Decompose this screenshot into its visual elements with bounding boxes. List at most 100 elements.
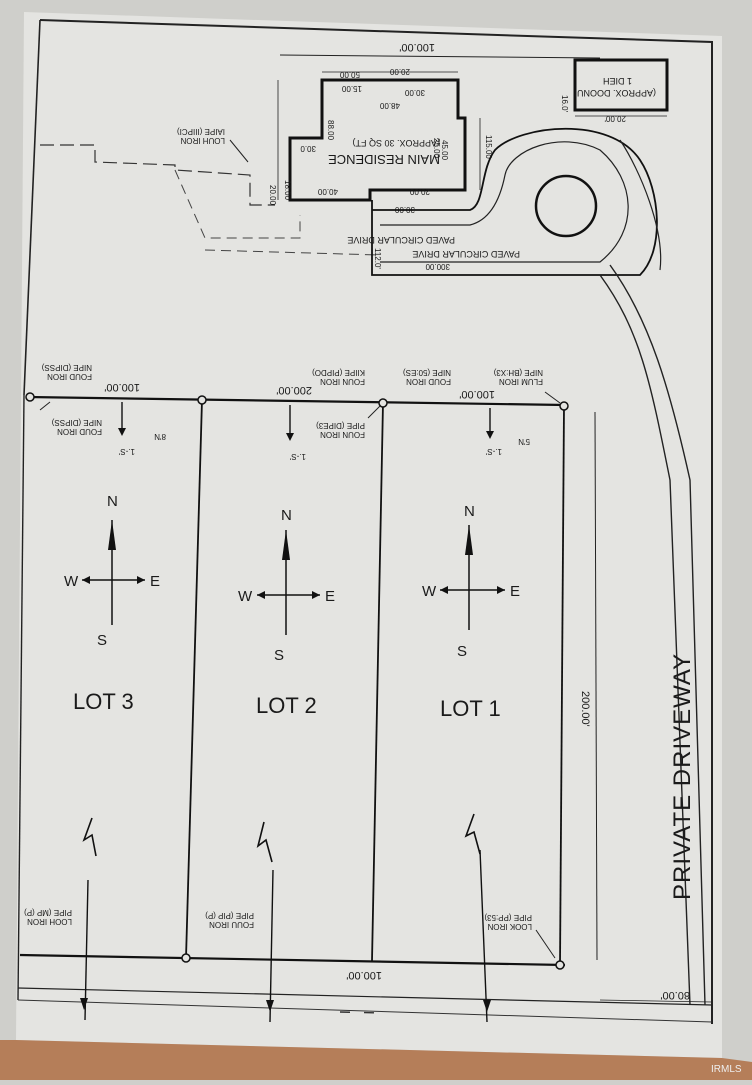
drive-label-2: PAVED CIRCULAR DRIVE [412,249,520,259]
pin-bot-r-2: PIPE (PP:53) [484,913,532,922]
res-dim-1: 20.00 [389,67,410,76]
res-dim-11: 45.00 [440,140,449,161]
compass-w: W [422,583,437,600]
pin-bot-l-2: PIPE (MP (P) [24,908,72,917]
drive-island [534,174,598,238]
pin-top-iron-l1: LOUH IRON [180,136,225,145]
driveway-edge-left [599,274,691,1006]
marker-line [269,869,274,1023]
paper-sheet [16,12,722,1058]
residence-dimension-labels: 50.00 20.00 15.00 30.00 48.00 88.00 30.0… [268,67,493,214]
driveway-curve-top [619,139,662,271]
north-arrow-icon [465,525,473,555]
corner-pin [25,392,35,402]
outer-border [39,19,713,1024]
offset-arrow-head [118,428,126,436]
compass-n: N [464,503,475,520]
res-dim-12: 115.00 [484,135,493,159]
pin-bl-2: NIPE (DIPSS) [51,418,102,427]
north-arrow-icon [108,520,116,550]
drive-dim-2: 112.0' [373,248,382,269]
compass-s: S [97,632,107,649]
west-arrow-icon [82,576,90,584]
res-dim-6: 30.0 [300,144,316,153]
road-dash [339,1011,381,1014]
residence-name: MAIN RESIDENCE [328,152,440,167]
drive-label-1: PAVED CIRCULAR DRIVE [347,235,455,245]
compass-lot3: N W E S [64,493,160,649]
offset-lot1b: 5'N [518,437,530,446]
lot-divider-3-2 [185,399,203,959]
corner-pin [197,395,207,405]
pin-tr-2: NIPE (BH:X3) [493,368,543,377]
res-dim-14: 20.00 [268,185,277,206]
pin-tm2-1: FOUD IRON [406,377,451,386]
north-arrow-icon [282,530,290,560]
road-line-2 [17,999,713,1023]
corner-pin [181,953,191,963]
res-dim-8: 20.00 [409,187,430,196]
dim-frontage-left: 100.00' [104,381,140,393]
pin-labels-top: FOUD IRON NIPE (DIPSS) FOUN IRON KIIPE (… [41,363,543,439]
break-mark [256,821,273,863]
main-residence-outline [288,78,467,202]
pin-tm-2: KIIPE (PIPDO) [312,368,365,377]
pin-leader [39,401,51,411]
driveway-edge-right [609,264,706,1006]
pin-bot-l-1: LOOH IRON [27,917,72,926]
top-iron-leader [229,139,249,163]
marker-arrow-icon [80,998,88,1010]
corner-pin [378,398,388,408]
pin-bm-2: PIPE (DIPE3) [316,421,365,430]
marker-arrow-icon [483,1000,491,1012]
dim-bottom-frontage: 100.00' [346,969,382,981]
corner-pin [555,960,565,970]
corner-pin [559,401,569,411]
res-dim-0: 50.00 [339,70,360,79]
circular-drive-inner [380,141,629,263]
lower-markers [80,813,491,1023]
compass-e: E [325,588,335,605]
dim-frontage-right: 100.00' [459,388,495,400]
compass-w: W [64,573,79,590]
lot-top-boundary [27,395,566,407]
pin-tl-1: FOUD IRON [47,372,92,381]
lot-bottom-boundary [19,953,566,967]
res-dim-2: 15.00 [341,84,362,93]
offset-arrow-head [286,433,294,441]
west-arrow-icon [257,591,265,599]
pin-leader [535,929,556,959]
compass-s: S [457,643,467,660]
road-line-1 [17,987,713,1006]
pin-bot-m-2: PIPE (PIP (P) [205,911,254,920]
pin-bot-r-1: LOOK IRON [487,922,532,931]
pin-tm-1: FOUN IRON [320,377,365,386]
offset-lot2: 1.-S' [289,452,306,461]
marker-line [84,879,89,1021]
pin-bot-m-1: FOUU IRON [209,920,254,929]
marker-line [479,849,488,1023]
garage-label-2: 1 DIEH [603,76,632,86]
res-dim-13: 25.00 [432,138,441,159]
depth-dim-line [594,411,598,961]
garage-dim-2: 20.00' [604,114,626,123]
left-border-line [23,19,41,396]
break-mark [82,817,97,857]
res-dim-5: 88.00 [326,120,335,141]
east-arrow-icon [497,586,505,594]
easement-line-2 [174,169,301,239]
compass-lot1: N W E S [422,503,520,660]
lot-2-label: LOT 2 [256,693,317,718]
offset-markers: 1.-S' 8'N 1.-S' 1.-S' 5'N [118,402,530,461]
marker-arrow-icon [266,1000,274,1012]
compass-s: S [274,647,284,664]
dim-bottom-right: 80.00' [660,989,690,1001]
res-dim-10: 18.00 [283,180,292,201]
dim-depth: 200.00' [579,691,591,727]
offset-lot1: 1.-S' [485,447,502,456]
east-arrow-icon [312,591,320,599]
pin-tl-2: NIPE (DIPSS) [41,363,92,372]
top-dimension-label: 100.00' [399,41,435,53]
lot-3-label: LOT 3 [73,689,134,714]
